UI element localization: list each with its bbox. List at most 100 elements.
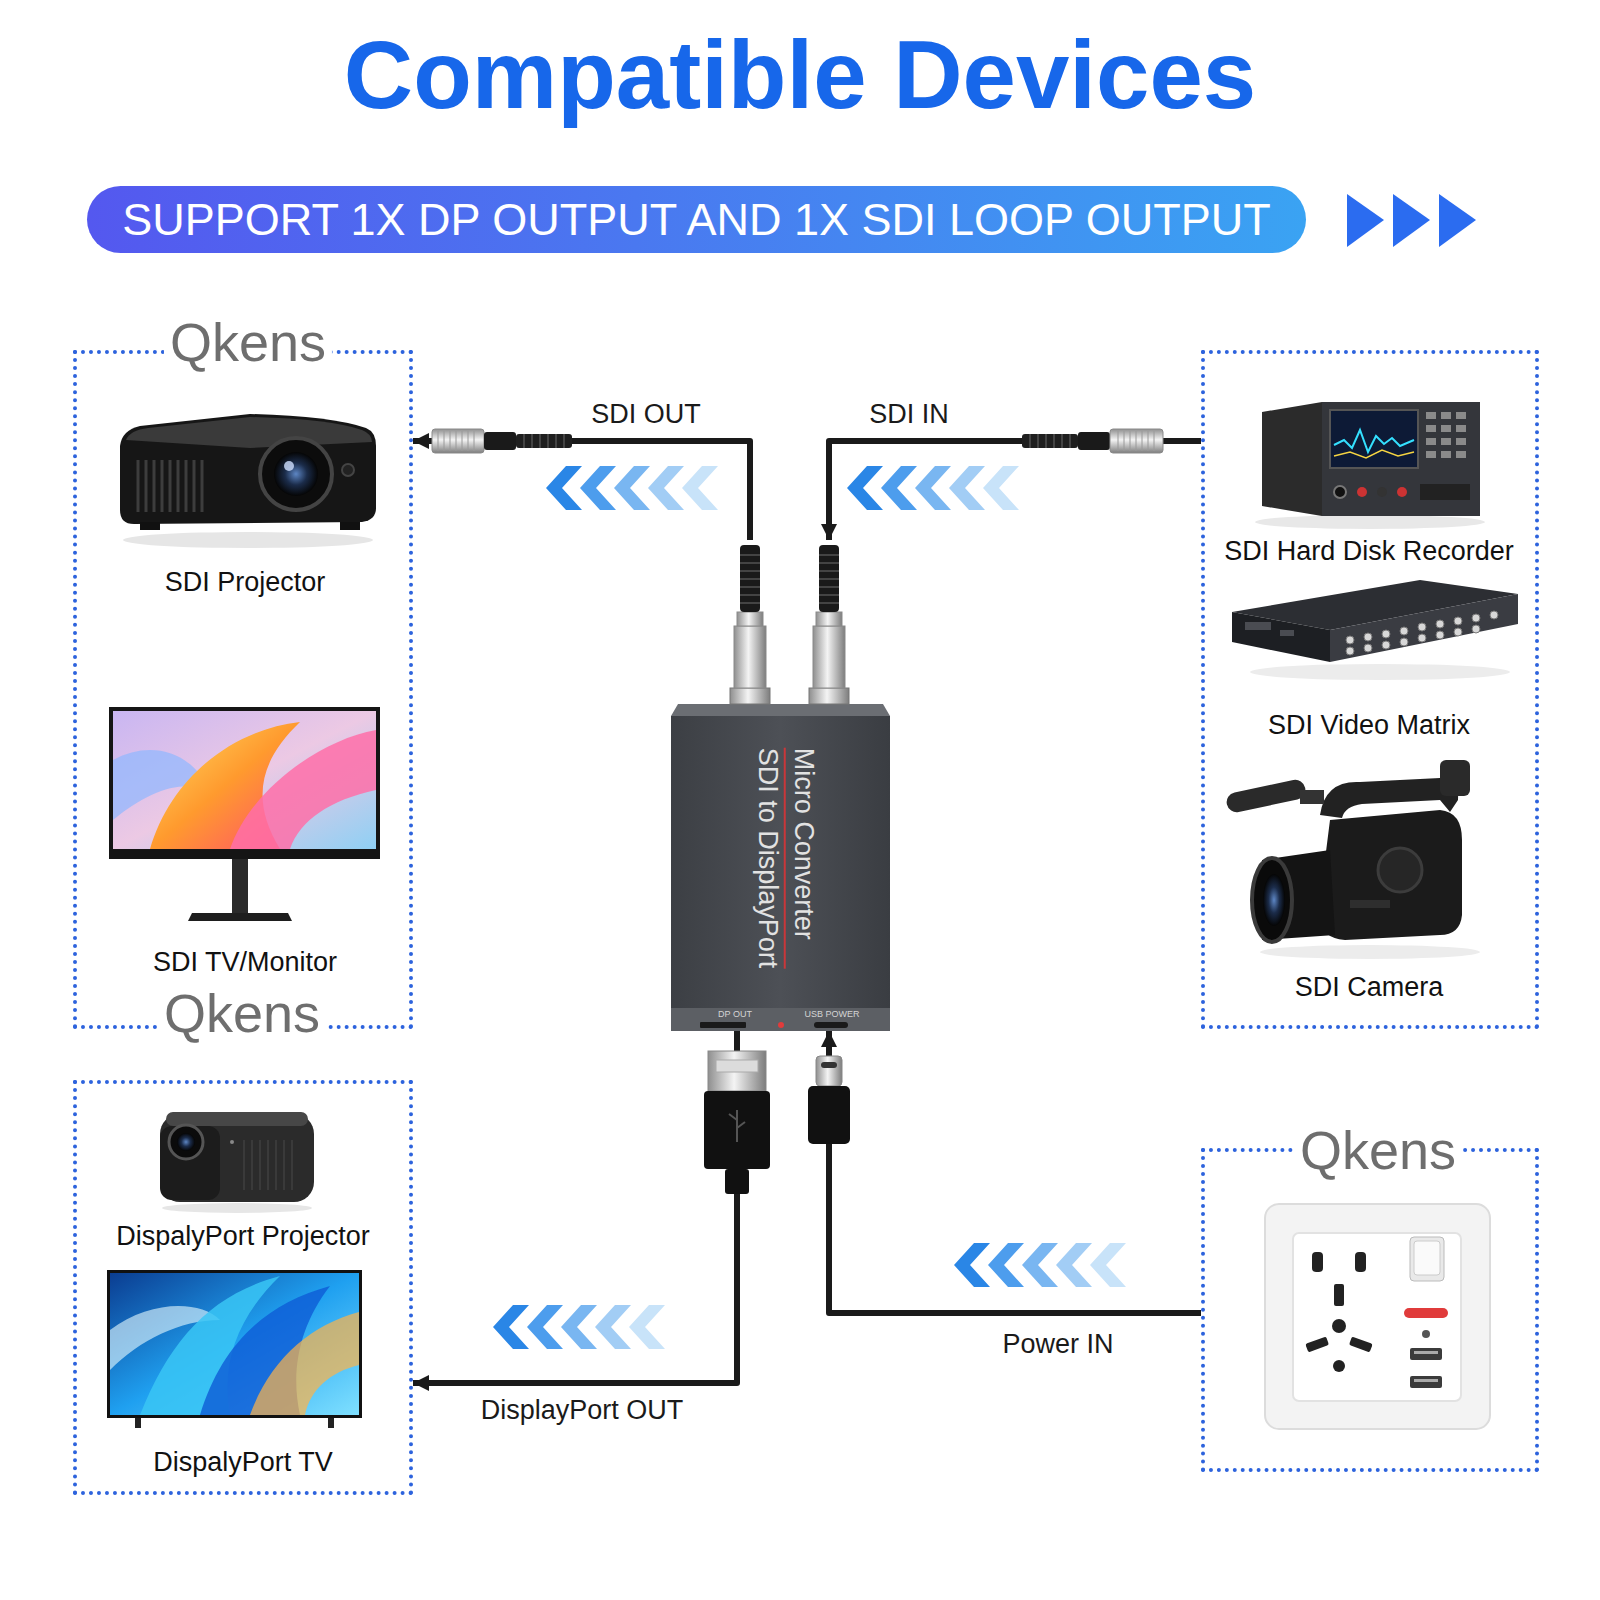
flow-chevrons — [983, 466, 1019, 510]
converter-box: Micro ConverterSDI to DisplayPortDP OUTU… — [671, 540, 890, 1031]
converter-illustration — [740, 578, 760, 580]
monitor-illustration — [109, 707, 380, 921]
sdi-projector-illustration — [161, 460, 164, 512]
dp-tv-illustration — [328, 1418, 334, 1428]
camera-illustration — [1300, 790, 1324, 804]
device-caption: DispalyPort Projector — [116, 1221, 370, 1252]
sdi-projector-illustration — [145, 460, 148, 512]
sdi-projector-illustration — [284, 461, 294, 471]
sdi-plug-right — [1053, 434, 1055, 448]
sdi-projector-illustration — [177, 460, 180, 512]
matrix-illustration — [1346, 611, 1498, 655]
cable-connector — [829, 441, 1201, 540]
converter-illustration — [819, 602, 839, 604]
flow-chevrons — [493, 1305, 529, 1349]
recorder-illustration — [1377, 487, 1387, 497]
monitor-illustration — [230, 730, 376, 849]
converter-illustration — [737, 612, 763, 626]
camera-illustration — [1252, 858, 1292, 942]
converter-illustration — [819, 562, 839, 564]
usb-c-plug — [816, 1056, 842, 1086]
wall-socket-illustration — [1305, 1336, 1329, 1352]
banner-arrows — [1347, 194, 1384, 247]
sdi-projector-illustration — [120, 414, 376, 524]
usb-c-plug — [808, 1086, 850, 1144]
matrix-illustration — [1436, 631, 1444, 639]
recorder-illustration — [1441, 438, 1451, 445]
sdi-projector-illustration — [140, 522, 160, 530]
sdi-plug-left — [539, 434, 541, 448]
device-group: DispalyPort ProjectorDispalyPort TV — [73, 1080, 413, 1495]
dp-projector-illustration — [275, 1140, 277, 1190]
sdi-projector-illustration — [260, 438, 332, 510]
matrix-illustration — [1232, 612, 1330, 662]
flow-chevrons — [614, 466, 650, 510]
flow-chevrons — [847, 466, 883, 510]
sdi-plug-left — [438, 431, 439, 451]
converter-illustration — [816, 612, 842, 626]
device-group: SDI ProjectorSDI TV/Monitor — [73, 350, 413, 1029]
dp-plug — [704, 1091, 770, 1169]
device-item: DispalyPort Projector — [90, 1105, 396, 1252]
device-item: SDI Camera — [1212, 755, 1526, 1003]
dp-plug — [716, 1060, 758, 1072]
flow-chevrons — [1022, 1243, 1058, 1287]
converter-illustration — [740, 602, 760, 604]
sdi-plug-left — [456, 431, 457, 451]
sdi-plug-right — [1078, 432, 1110, 450]
device-item: SDI Hard Disk Recorder — [1212, 395, 1526, 567]
recorder-illustration — [1420, 484, 1470, 500]
recorder-illustration — [1426, 451, 1436, 458]
sdi-plug-right — [1124, 431, 1125, 451]
recorder-illustration — [1397, 487, 1407, 497]
sdi-projector-illustration — [120, 414, 376, 548]
wall-socket-illustration — [1410, 1376, 1442, 1388]
sdi-projector-illustration — [342, 464, 354, 476]
dp-plug — [708, 1051, 766, 1091]
recorder-illustration — [1334, 450, 1414, 458]
converter-illustration — [700, 1022, 746, 1028]
converter-illustration — [740, 570, 760, 572]
sdi-plug-right — [1061, 434, 1063, 448]
sdi-projector-illustration — [340, 522, 360, 530]
recorder-illustration — [1322, 402, 1480, 516]
converter-illustration — [809, 688, 849, 704]
matrix-illustration — [1418, 623, 1426, 631]
feature-banner: SUPPORT 1X DP OUTPUT AND 1X SDI LOOP OUT… — [87, 186, 1306, 253]
converter-illustration — [730, 688, 770, 704]
page-title: Compatible Devices — [0, 20, 1600, 130]
converter-illustration — [740, 594, 760, 596]
recorder-illustration — [1441, 412, 1451, 419]
watermark: Qkens — [164, 315, 332, 369]
matrix-illustration — [1364, 644, 1372, 652]
converter-illustration — [819, 570, 839, 572]
matrix-illustration — [1364, 633, 1372, 641]
wall-socket-illustration — [1265, 1204, 1490, 1429]
monitor-illustration — [232, 859, 248, 913]
dp-projector-illustration — [244, 1140, 292, 1190]
sdi-projector-illustration — [123, 532, 373, 548]
cable-connector — [413, 441, 750, 540]
banner-arrows — [1347, 194, 1476, 247]
sdi-plug-left — [531, 434, 533, 448]
converter-illustration — [734, 626, 766, 688]
flow-chevrons — [682, 466, 718, 510]
sdi-projector-illustration — [185, 460, 188, 512]
watermark: Qkens — [158, 986, 326, 1040]
sdi-plug-right — [1130, 431, 1131, 451]
sdi-plug-right — [1142, 431, 1143, 451]
cable-label: DisplayPort OUT — [477, 1395, 688, 1426]
matrix-illustration — [1472, 625, 1480, 633]
sdi-plug-left — [547, 434, 549, 448]
wall-socket-illustration — [1312, 1252, 1323, 1272]
banner-text: SUPPORT 1X DP OUTPUT AND 1X SDI LOOP OUT… — [122, 197, 1271, 242]
sdi-plug-left — [432, 429, 484, 453]
camera-illustration — [1440, 760, 1470, 796]
wall-socket-illustration — [1410, 1348, 1442, 1360]
sdi-plug-left — [563, 434, 565, 448]
flow-chevrons — [648, 466, 684, 510]
wall-socket-illustration — [1414, 1351, 1438, 1354]
converter-illustration — [819, 594, 839, 596]
sdi-plug-left — [516, 434, 572, 448]
